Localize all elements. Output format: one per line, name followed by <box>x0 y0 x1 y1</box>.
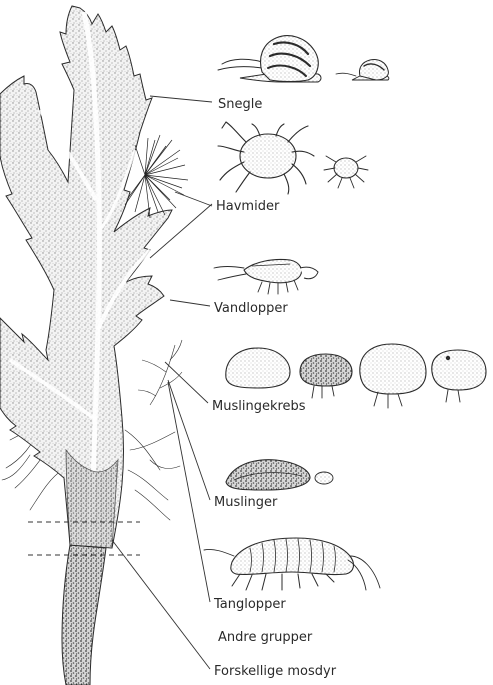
ostracod-3-icon <box>360 344 426 408</box>
label-havmider: Havmider <box>216 199 280 214</box>
sea-mite-large-icon <box>218 122 314 194</box>
seaweed-illustration <box>0 6 188 685</box>
leader-havmider-2 <box>175 192 212 206</box>
leader-vandlopper <box>170 300 210 306</box>
copepod-icon <box>214 259 318 294</box>
leader-mosdyr <box>112 540 210 669</box>
snail-small-icon <box>336 59 389 80</box>
leader-muslingekrebs <box>165 362 208 403</box>
ostracod-1-icon <box>226 348 290 388</box>
snail-large-icon <box>218 36 321 82</box>
seaweed-stalk <box>62 545 106 685</box>
label-vandlopper: Vandlopper <box>214 301 288 316</box>
label-mosdyr: Forskellige mosdyr <box>214 664 337 679</box>
label-muslinger: Muslinger <box>214 495 278 510</box>
mussel-small-icon <box>315 472 333 484</box>
amphipod-icon <box>204 538 380 590</box>
leader-snegle <box>150 96 212 102</box>
label-muslingekrebs: Muslingekrebs <box>212 399 306 414</box>
sea-mite-small-icon <box>324 156 368 188</box>
seaweed-frond <box>0 6 172 548</box>
mussel-large-icon <box>226 460 310 490</box>
leader-muslinger <box>168 380 210 500</box>
ostracod-4-icon <box>432 350 486 402</box>
label-andre-grupper: Andre grupper <box>218 630 313 645</box>
ostracod-2-icon <box>300 354 352 398</box>
leader-tanglopper <box>168 382 210 602</box>
labels: Snegle Havmider Vandlopper Muslingekrebs… <box>212 97 337 679</box>
label-snegle: Snegle <box>218 97 262 112</box>
label-tanglopper: Tanglopper <box>213 597 286 612</box>
